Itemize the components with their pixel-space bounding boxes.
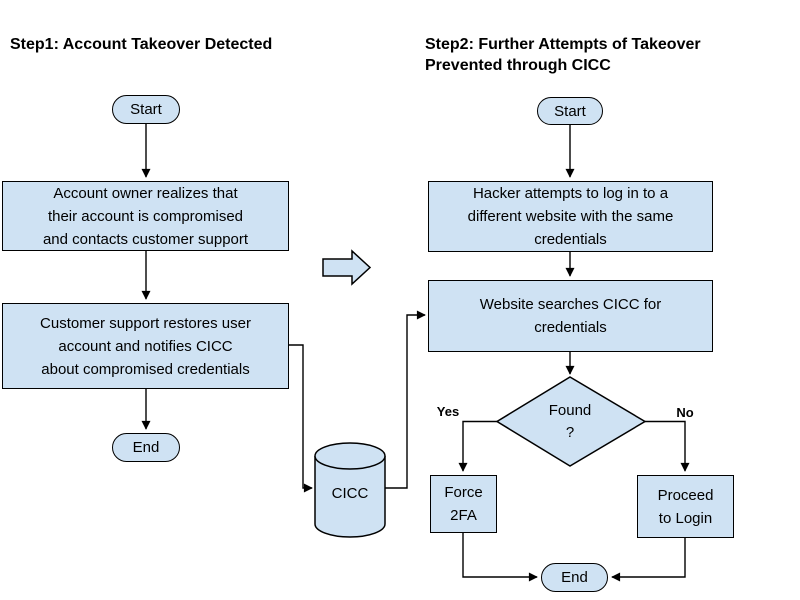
arrow-force2fa-to-end <box>462 533 538 582</box>
step1-process-customer-support-restores: Customer support restores user account a… <box>2 303 289 389</box>
step1-end-node: End <box>112 433 180 462</box>
cicc-database-label: CICC <box>331 484 369 502</box>
arrow-proceed-to-end <box>611 538 686 582</box>
step1-start-node: Start <box>112 95 180 124</box>
arrow-cicc-to-s2-box2 <box>385 310 426 489</box>
decision-diamond-shape <box>495 376 647 467</box>
cicc-database-cylinder-body <box>314 456 386 538</box>
decision-yes-branch-label: Yes <box>436 403 460 419</box>
step2-start-node: Start <box>537 97 603 125</box>
decision-found-label: Found ? <box>548 402 592 441</box>
arrow-decision-yes-to-force2fa <box>458 420 497 472</box>
step1-process-account-owner-realizes: Account owner realizes that their accoun… <box>2 181 289 251</box>
step2-process-website-searches-cicc: Website searches CICC for credentials <box>428 280 713 352</box>
step2-process-force-2fa: Force 2FA <box>430 475 497 533</box>
block-arrow-right-icon <box>322 249 372 286</box>
step2-title: Step2: Further Attempts of Takeover Prev… <box>425 36 701 74</box>
step2-end-node: End <box>541 563 608 592</box>
step1-title: Step1: Account Takeover Detected <box>10 36 273 53</box>
cicc-database-cylinder-top <box>314 442 386 470</box>
arrow-decision-no-to-proceed <box>645 420 690 472</box>
decision-no-branch-label: No <box>676 404 694 420</box>
step2-process-hacker-attempts: Hacker attempts to log in to a different… <box>428 181 713 252</box>
arrow-s1-box2-to-cicc <box>289 344 313 493</box>
step2-process-proceed-to-login: Proceed to Login <box>637 475 734 538</box>
